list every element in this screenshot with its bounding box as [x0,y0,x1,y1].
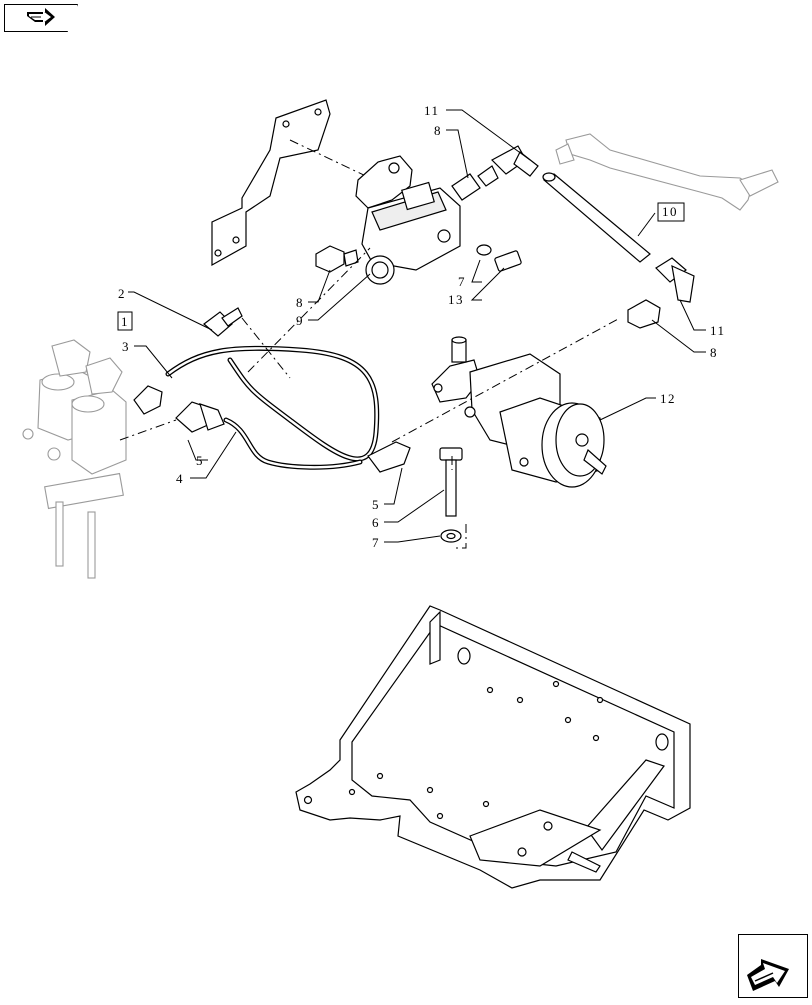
elbow-fitting-5-left [175,401,225,433]
mounting-bracket-top [211,99,331,267]
callout-7-bottom: 7 [372,535,380,550]
callout-8-top: 8 [434,123,442,138]
callout-8-left: 8 [296,295,304,310]
main-frame-bracket [295,605,691,889]
callout-4: 4 [176,471,184,486]
washer-7 [440,529,462,543]
plug-fitting-8 [315,245,359,273]
reference-hose-top-right [555,133,779,211]
next-arrow-icon [747,959,789,991]
hose-1 [165,345,380,462]
callout-7-top: 7 [458,274,466,289]
callout-2: 2 [118,286,126,301]
washer-bolt-13 [476,244,522,272]
callout-5-left: 5 [196,453,204,468]
elbow-fitting-11-top [491,145,539,177]
hose-4 [223,417,363,470]
back-button[interactable] [4,4,78,32]
solenoid-valve-bank [22,339,127,579]
fitting-8-right [627,299,661,329]
callout-1: 1 [121,314,129,329]
callout-5-right: 5 [372,497,380,512]
fitting-8-top [451,165,499,201]
pump-assembly-12 [431,336,607,488]
straight-fitting-5-right [367,441,411,473]
callout-6: 6 [372,515,380,530]
callout-13: 13 [448,292,464,307]
callout-11-top: 11 [424,103,440,118]
callout-9: 9 [296,313,304,328]
valve-assembly [355,155,461,285]
callout-3: 3 [122,339,130,354]
tube-10 [542,172,651,263]
callout-box-1 [117,311,133,331]
back-arrow-icon [27,8,55,26]
elbow-fitting-2 [203,307,243,337]
callout-12: 12 [660,391,676,406]
elbow-fitting-11-right [655,257,695,303]
callout-box-10 [657,202,685,222]
callout-11-right: 11 [710,323,726,338]
bolt-6 [439,447,463,517]
straight-fitting-3 [133,385,163,415]
callout-8-right: 8 [710,345,718,360]
callout-10: 10 [662,204,678,219]
next-button[interactable] [738,934,808,998]
